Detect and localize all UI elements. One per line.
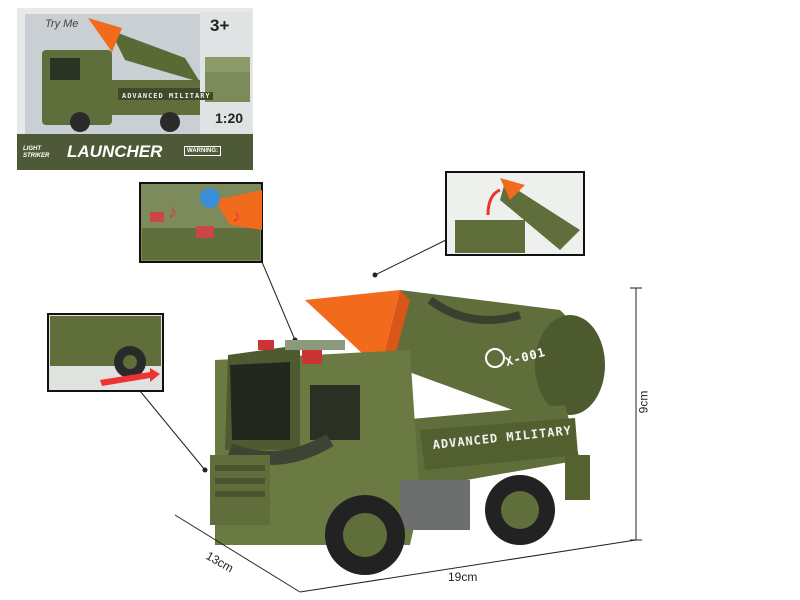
product-name: LAUNCHER xyxy=(67,142,163,161)
try-me-badge: Try Me xyxy=(45,18,79,30)
package-box xyxy=(17,8,253,170)
rocket-tip-thumb xyxy=(88,18,122,52)
dimension-lines xyxy=(174,287,642,593)
scale-label: 1:20 xyxy=(215,110,244,126)
rocket xyxy=(305,290,605,420)
warning-label: WARNING: xyxy=(184,146,221,156)
height-dimension: 9cm xyxy=(636,390,651,414)
package-side-label: ADVANCED MILITARY xyxy=(120,92,213,100)
length-dimension: 19cm xyxy=(448,570,478,584)
callout-friction-wheels xyxy=(47,313,164,392)
callout-sound: ♪ ♪ xyxy=(139,182,263,263)
launcher-truck xyxy=(210,290,605,575)
svg-text:♪: ♪ xyxy=(232,206,241,226)
age-label: 3+ xyxy=(210,16,230,35)
svg-text:♪: ♪ xyxy=(168,202,177,222)
brand-logo: LIGHT STRIKER xyxy=(23,146,50,159)
callout-launch xyxy=(445,171,585,256)
